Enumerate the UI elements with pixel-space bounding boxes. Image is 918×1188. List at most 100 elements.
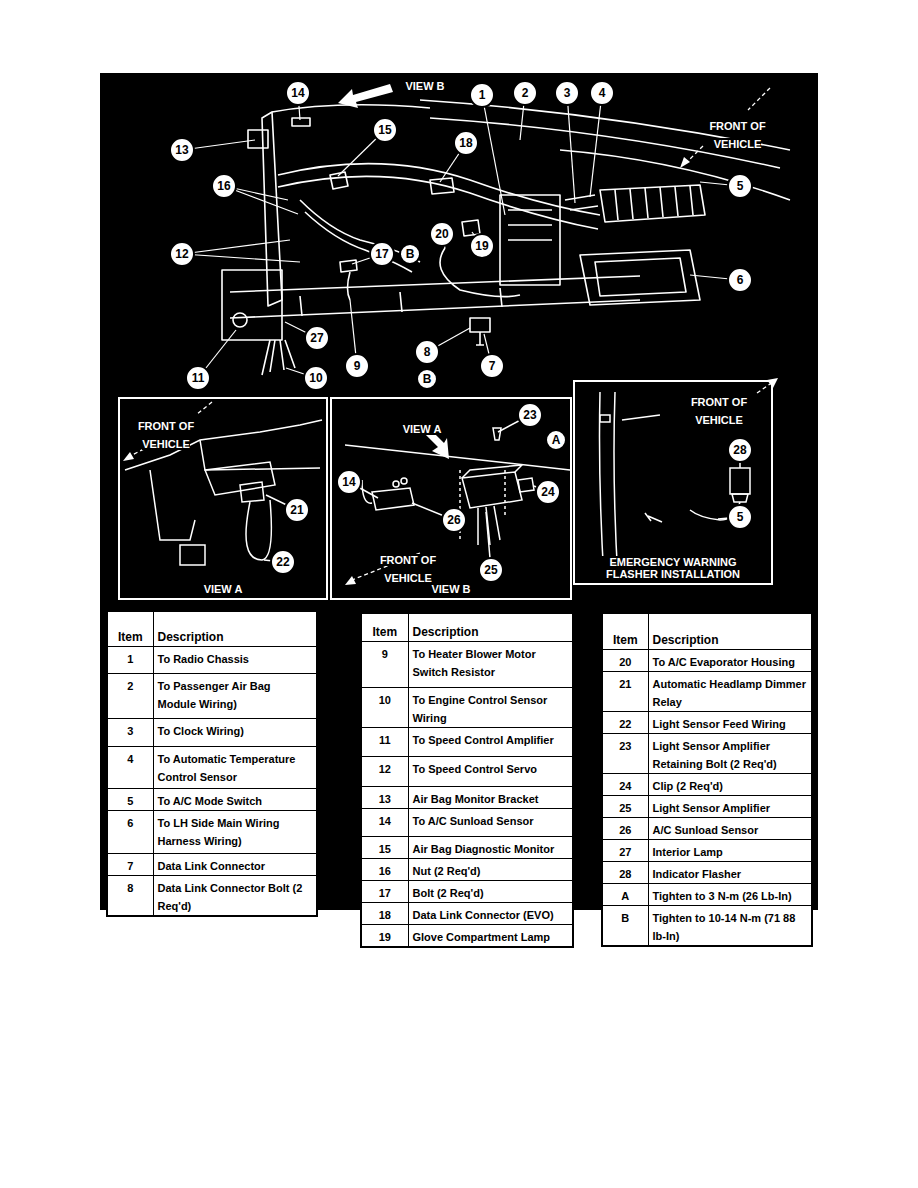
callout-number: 14: [291, 87, 304, 99]
direction-label: FRONT OF VEHICLE: [138, 420, 194, 450]
item-cell: 3: [107, 718, 153, 746]
description-cell: Light Sensor Amplifier: [648, 795, 812, 817]
view-label: VIEW A: [403, 423, 442, 435]
item-number: 1: [127, 653, 133, 665]
description-cell: Nut (2 Req'd): [408, 858, 573, 880]
flasher-drawing: [600, 392, 751, 580]
dashboard-drawing-part: [222, 270, 282, 340]
item-description: To A/C Sunload Sensor: [413, 815, 534, 827]
item-description: Bolt (2 Req'd): [413, 887, 484, 899]
table-row: 22Light Sensor Feed Wiring: [602, 711, 812, 733]
description-cell: Automatic Headlamp Dimmer Relay: [648, 671, 812, 711]
item-cell: 8: [107, 875, 153, 916]
item-description: Data Link Connector: [158, 860, 266, 872]
description-cell: Air Bag Diagnostic Monitor: [408, 836, 573, 858]
direction-label: FRONT OF VEHICLE: [380, 554, 436, 584]
callout-number: 15: [378, 124, 391, 136]
description-cell: To Heater Blower Motor Switch Resistor: [408, 641, 573, 687]
table-row: 21 Automatic Headlamp Dimmer Relay: [602, 671, 812, 711]
view-b-drawing-part: [518, 478, 534, 492]
callout-number: B: [406, 248, 415, 260]
panel-caption: EMERGENCY WARNING FLASHER INSTALLATION: [592, 556, 754, 580]
description-cell: Bolt (2 Req'd): [408, 880, 573, 902]
item-description: Air Bag Monitor Bracket: [413, 793, 539, 805]
description-cell: Glove Compartment Lamp: [408, 924, 573, 947]
item-cell: 16: [361, 858, 408, 880]
view-b-drawing-part: [393, 481, 399, 487]
item-number: 23: [619, 740, 631, 752]
item-description: Light Sensor Amplifier: [653, 802, 771, 814]
item-cell: 20: [602, 649, 648, 671]
item-cell: A: [602, 883, 648, 905]
view-a-drawing-part: [180, 545, 205, 565]
table-row: BTighten to 10-14 N-m (71 88 lb-In): [602, 905, 812, 946]
item-description: To Radio Chassis: [158, 653, 249, 665]
table-row: 14To A/C Sunload Sensor: [361, 808, 573, 836]
description-cell: Description: [648, 613, 812, 649]
dashboard-drawing-part: [565, 195, 598, 210]
label-holder: FRONT OF VEHICLE: [130, 416, 202, 452]
dashed-arrow-lines-part: [687, 146, 703, 162]
table-heading: Description: [653, 633, 719, 647]
view-a-drawing: [125, 420, 322, 565]
callout-number: 23: [523, 409, 536, 421]
callout-number: 26: [447, 514, 460, 526]
callout-number: 19: [475, 240, 488, 252]
table-header-row: ItemDescription: [602, 613, 812, 649]
item-number: 27: [619, 846, 631, 858]
item-description: A/C Sunload Sensor: [653, 824, 759, 836]
view-panel: EMERGENCY WARNING FLASHER INSTALLATION28…: [573, 380, 773, 585]
view-a-drawing-part: [240, 482, 264, 502]
callout-number: 7: [489, 360, 496, 372]
item-cell: 17: [361, 880, 408, 902]
callout-number: 4: [599, 87, 606, 99]
callout-circle: 22: [270, 549, 296, 575]
view-b-drawing-part: [462, 465, 522, 478]
description-cell: Light Sensor Feed Wiring: [648, 711, 812, 733]
table-row: 3To Clock Wiring): [107, 718, 317, 746]
direction-label: FRONT OF VEHICLE: [709, 120, 765, 150]
dashboard-drawing-part: [305, 212, 412, 272]
callout-circle: 9: [344, 353, 370, 379]
callout-number: 6: [737, 274, 744, 286]
callout-number: A: [552, 434, 561, 446]
callout-circle: 21: [284, 497, 310, 523]
item-cell: 24: [602, 773, 648, 795]
item-number: 21: [619, 678, 631, 690]
callout-circle: 16: [211, 173, 237, 199]
item-cell: 2: [107, 673, 153, 718]
label-holder: FRONT OF VEHICLE: [372, 550, 444, 586]
item-cell: Item: [361, 613, 408, 641]
callout-circle: 13: [169, 137, 195, 163]
item-cell: 19: [361, 924, 408, 947]
item-description: To A/C Mode Switch: [158, 795, 263, 807]
callout-number: 11: [192, 372, 205, 384]
table-heading: Item: [372, 625, 397, 639]
table-heading: Description: [158, 630, 224, 644]
callout-circle: 10: [303, 365, 329, 391]
item-description: Air Bag Diagnostic Monitor: [413, 843, 555, 855]
description-cell: To Automatic Temperature Control Sensor: [153, 746, 317, 788]
item-description: Automatic Headlamp Dimmer Relay: [653, 678, 806, 708]
dashboard-drawing-part: [508, 210, 552, 240]
item-cell: 27: [602, 839, 648, 861]
table-row: 13Air Bag Monitor Bracket: [361, 786, 573, 808]
flasher-drawing-part: [730, 468, 750, 494]
label-holder: FRONT OF VEHICLE: [700, 116, 775, 152]
callout-circle: 5: [727, 173, 753, 199]
item-number: 6: [127, 817, 133, 829]
view-a-drawing-part: [200, 440, 320, 470]
table-row: 16Nut (2 Req'd): [361, 858, 573, 880]
leader-lines-part: [567, 93, 575, 203]
callout-circle: 7: [479, 353, 505, 379]
table-row: 5To A/C Mode Switch: [107, 788, 317, 810]
view-panel: VIEW B23A14242625: [330, 397, 572, 600]
description-cell: Data Link Connector Bolt (2 Req'd): [153, 875, 317, 916]
dashboard-drawing: [222, 100, 790, 375]
item-cell: 9: [361, 641, 408, 687]
dashboard-drawing-part: [430, 178, 454, 194]
dashboard-drawing-part: [348, 272, 351, 300]
callout-number: B: [423, 373, 432, 385]
panel-caption: VIEW A: [202, 583, 245, 595]
item-cell: 11: [361, 727, 408, 756]
